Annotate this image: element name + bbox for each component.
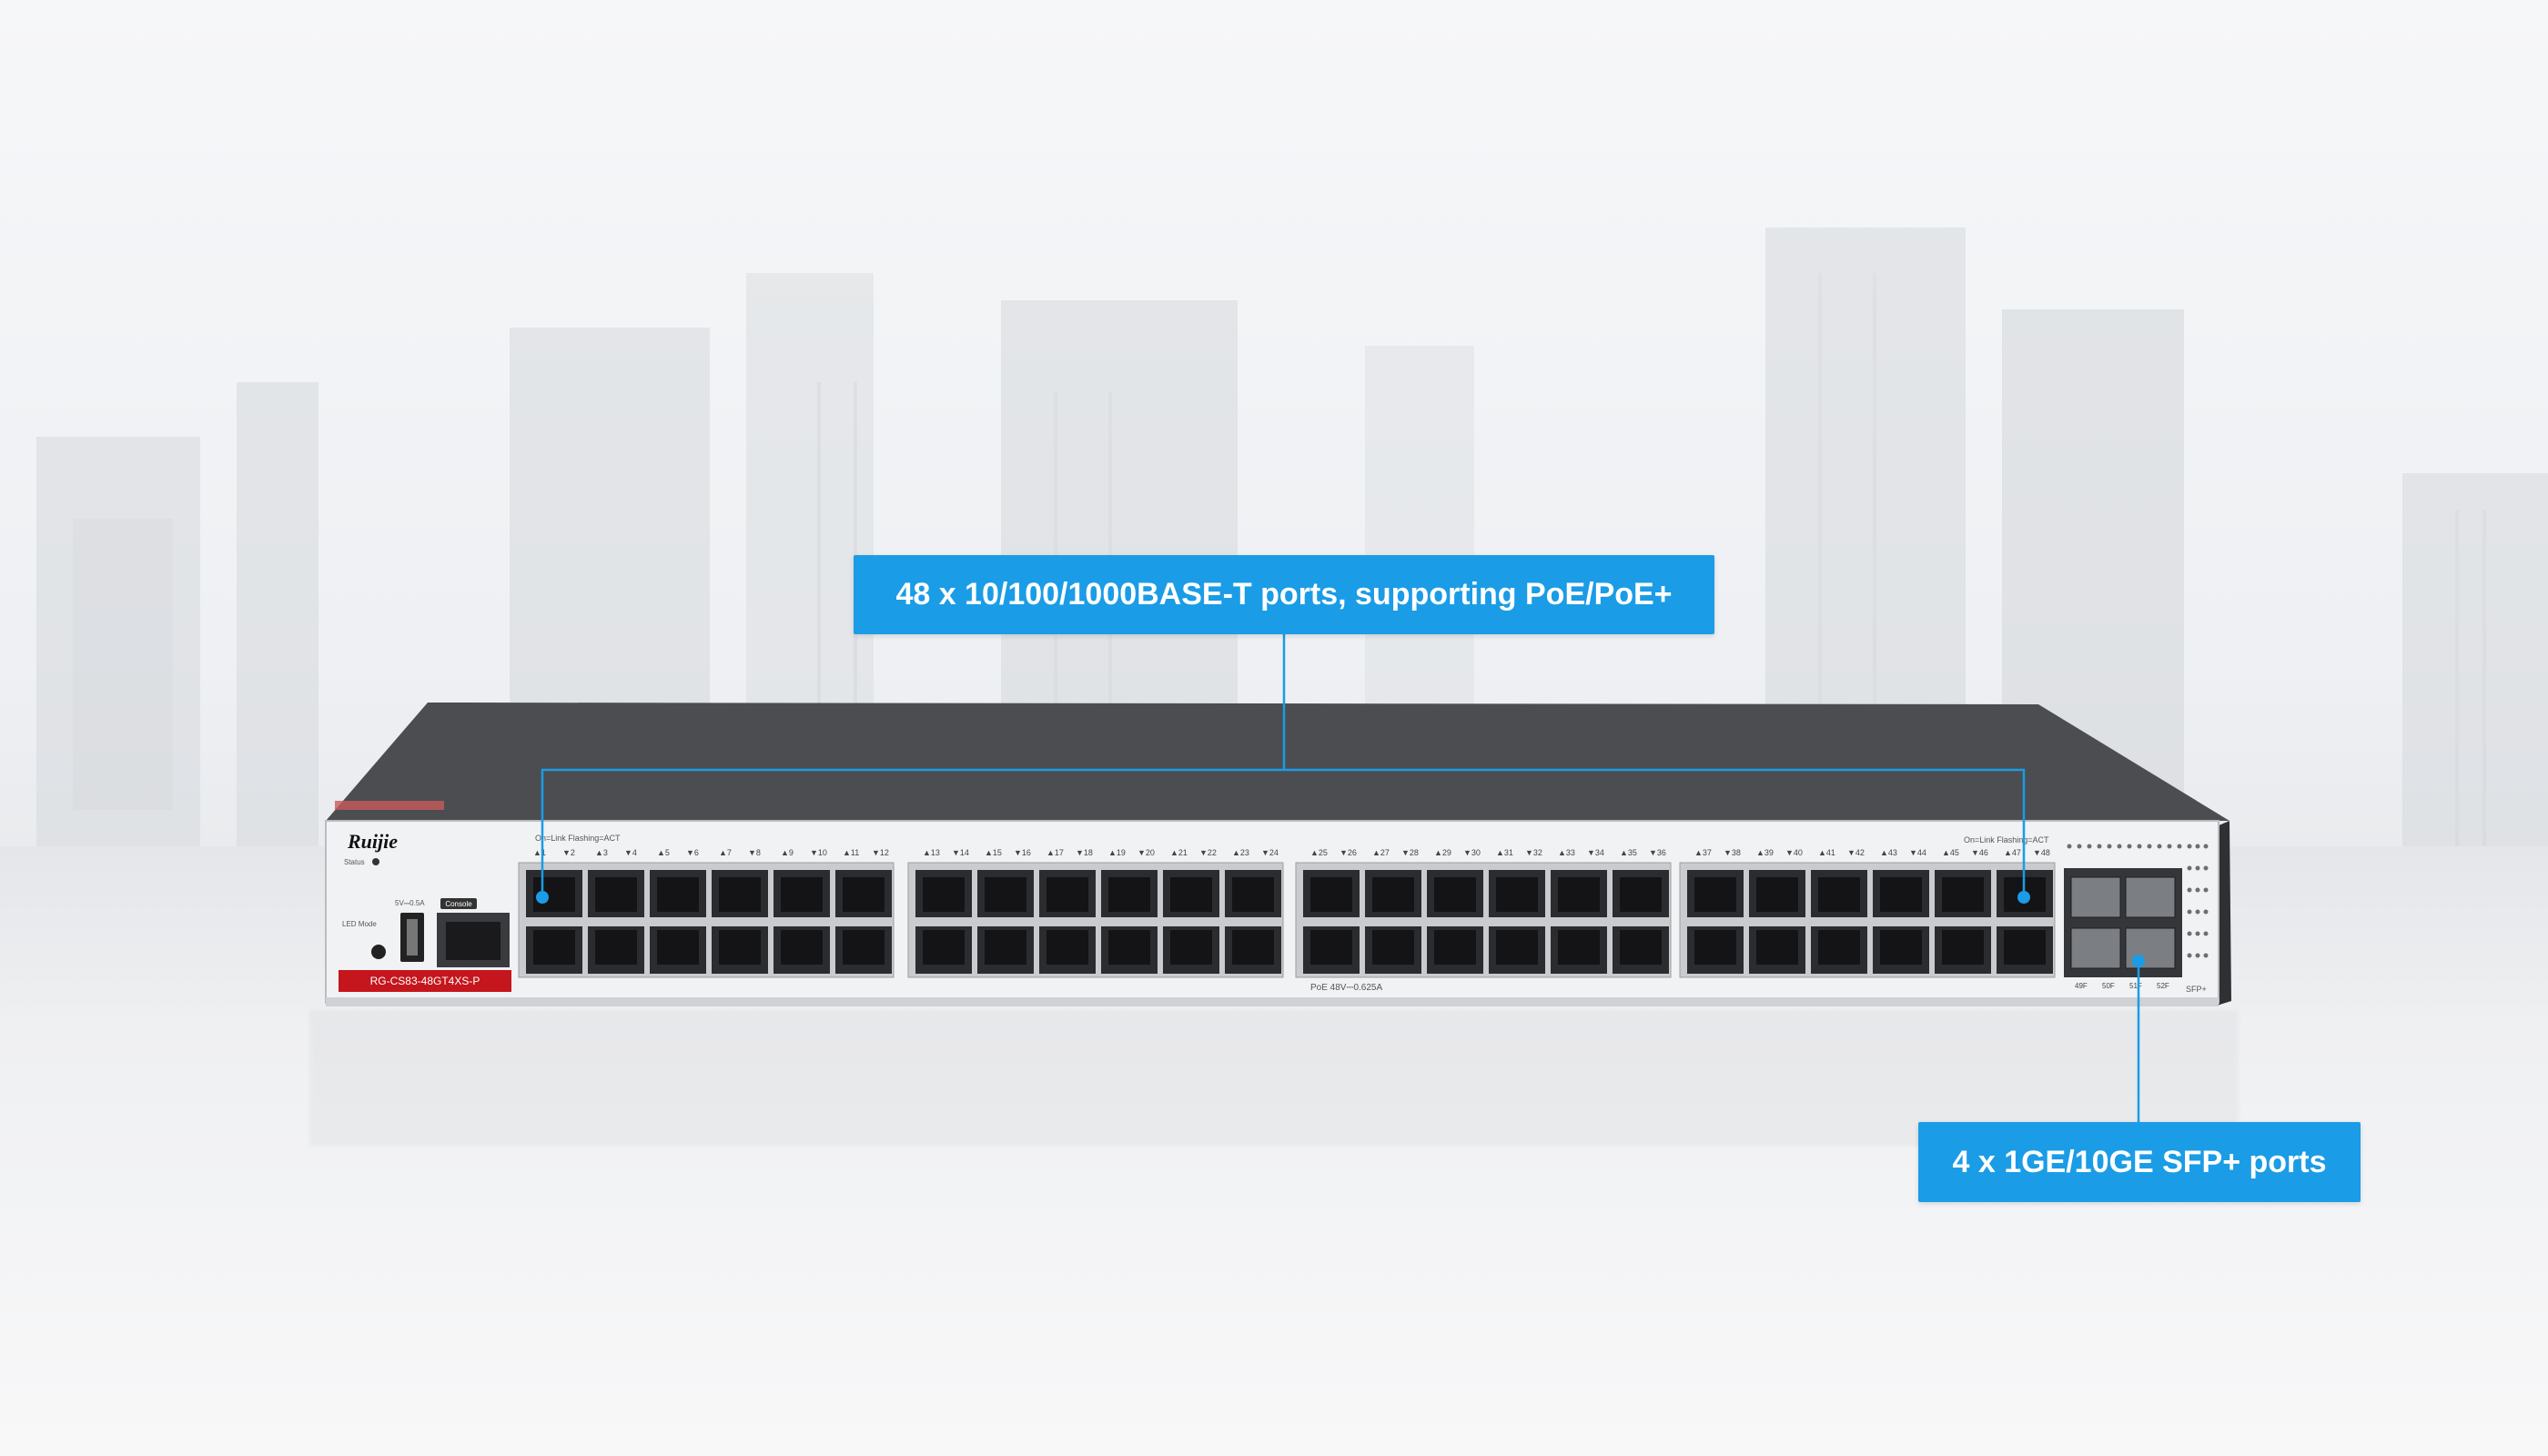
sfp-port [2070, 927, 2121, 969]
port-number-label: ▲33 [1558, 848, 1575, 857]
port-number-label: ▼14 [952, 848, 969, 857]
port-number-label: ▼48 [2033, 848, 2050, 857]
status-led [372, 858, 379, 865]
usb-label: 5V⎓0.5A [395, 899, 425, 907]
port-number-label: ▼8 [748, 848, 761, 857]
vent-grille [2067, 844, 2209, 958]
sfp-port-label: 52F [2157, 982, 2169, 990]
port-number-label: ▼36 [1649, 848, 1666, 857]
port-number-label: ▲31 [1496, 848, 1513, 857]
port-number-label: ▲23 [1232, 848, 1249, 857]
port-number-label: ▼4 [624, 848, 637, 857]
port-number-label: ▲13 [923, 848, 940, 857]
model-tag [339, 970, 511, 992]
port-number-label: ▲47 [2004, 848, 2021, 857]
port-number-label: ▼6 [686, 848, 699, 857]
sfp-port [2125, 927, 2176, 969]
sfp-callout-text: 4 x 1GE/10GE SFP+ ports [1952, 1144, 2327, 1179]
sfp-port [2070, 876, 2121, 918]
port-number-label: ▲1 [533, 848, 546, 857]
port-number-label: ▼44 [1909, 848, 1926, 857]
port-number-label: ▼38 [1724, 848, 1741, 857]
port-number-label: ▼28 [1401, 848, 1419, 857]
port-number-label: ▼10 [810, 848, 827, 857]
port-number-label: ▼42 [1847, 848, 1865, 857]
sfp-port [2125, 876, 2176, 918]
port-number-label: ▲35 [1620, 848, 1637, 857]
port-number-label: ▲15 [985, 848, 1002, 857]
port-number-label: ▲41 [1818, 848, 1835, 857]
sfp-callout: 4 x 1GE/10GE SFP+ ports [1918, 1122, 2361, 1202]
console-label: Console [445, 900, 472, 908]
port-number-label: ▼20 [1138, 848, 1155, 857]
port-number-label: ▲5 [657, 848, 670, 857]
port-number-label: ▲7 [719, 848, 732, 857]
led-legend-left: On=Link Flashing=ACT [535, 834, 621, 843]
port-number-label: ▼40 [1785, 848, 1803, 857]
sfp-port-label: 51F [2129, 982, 2142, 990]
port-number-label: ▼12 [872, 848, 889, 857]
port-number-label: ▲37 [1694, 848, 1712, 857]
network-switch: Ruijie Status 5V⎓0.5A Console LED Mode R… [325, 703, 2231, 1006]
sfp-port-array: 49F 50F 51F 52F [2070, 876, 2176, 990]
port-number-label: ▼24 [1261, 848, 1279, 857]
port-number-label: ▲39 [1756, 848, 1774, 857]
chassis-top [326, 703, 2230, 821]
sfp-port-label: 50F [2102, 982, 2115, 990]
port-number-label: ▲11 [843, 848, 859, 857]
led-mode-label: LED Mode [342, 920, 377, 928]
poe-label: PoE 48V⎓0.625A [1310, 983, 1382, 993]
port-number-label: ▲9 [781, 848, 794, 857]
brand-logo: Ruijie [347, 830, 398, 853]
port-number-label: ▲21 [1170, 848, 1188, 857]
ports-callout-text: 48 x 10/100/1000BASE-T ports, supporting… [895, 577, 1673, 612]
model-label: RG-CS83-48GT4XS-P [370, 975, 480, 987]
device-reflection [309, 1010, 2239, 1147]
sfp-label: SFP+ [2186, 985, 2207, 994]
port-number-label: ▼46 [1971, 848, 1988, 857]
port-number-label: ▲29 [1434, 848, 1451, 857]
port-number-label: ▲27 [1372, 848, 1390, 857]
port-number-label: ▼22 [1199, 848, 1217, 857]
port-number-label: ▼18 [1076, 848, 1093, 857]
ports-callout: 48 x 10/100/1000BASE-T ports, supporting… [854, 555, 1714, 634]
port-number-label: ▲19 [1108, 848, 1126, 857]
port-number-label: ▼16 [1014, 848, 1031, 857]
sfp-port-label: 49F [2075, 982, 2088, 990]
port-number-label: ▲25 [1310, 848, 1328, 857]
port-number-label: ▲17 [1046, 848, 1064, 857]
port-number-label: ▼30 [1463, 848, 1481, 857]
port-number-label: ▼34 [1587, 848, 1604, 857]
status-label: Status [344, 858, 365, 866]
port-number-label: ▼2 [562, 848, 575, 857]
port-number-label: ▲43 [1880, 848, 1897, 857]
led-legend-right: On=Link Flashing=ACT [1964, 835, 2049, 844]
port-number-label: ▼26 [1340, 848, 1357, 857]
port-number-label: ▼32 [1525, 848, 1542, 857]
led-mode-button [371, 945, 386, 959]
port-number-label: ▲3 [595, 848, 608, 857]
port-number-label: ▲45 [1942, 848, 1959, 857]
